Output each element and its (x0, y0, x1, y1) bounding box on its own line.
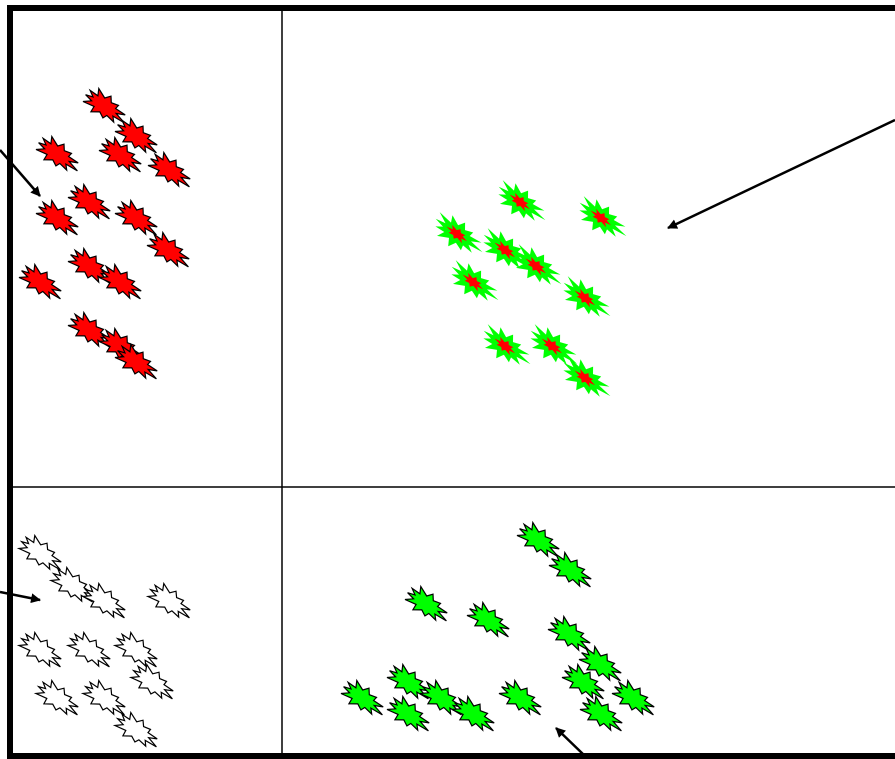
arrow-bottom-right (555, 727, 586, 757)
red-starburst-marker (147, 150, 191, 188)
red-starburst-marker (114, 198, 158, 236)
green-starburst-marker (386, 694, 430, 732)
red-starburst-marker (114, 116, 158, 154)
red-starburst-marker (114, 342, 158, 380)
red-core-marker (574, 288, 595, 308)
green-starburst-marker (516, 520, 560, 558)
white-starburst-marker (16, 533, 62, 571)
green-starburst-marker (451, 694, 495, 732)
red-starburst-marker (35, 198, 79, 236)
red-starburst-marker (18, 262, 62, 300)
green-starburst-marker (498, 678, 542, 716)
green-starburst-marker (548, 550, 592, 588)
red-core-marker (541, 336, 562, 356)
green-starburst-marker (611, 678, 655, 716)
arrow-top-right (667, 118, 895, 230)
red-core-marker (494, 336, 515, 356)
red-core-marker (509, 192, 530, 212)
red-starburst-marker (35, 134, 79, 172)
green-starburst-marker (578, 644, 622, 682)
green-starburst-marker (404, 584, 448, 622)
white-starburst-marker (128, 662, 174, 700)
red-starburst-marker (98, 135, 142, 173)
white-starburst-marker (16, 630, 62, 668)
arrow-bottom-left (0, 590, 41, 604)
grid-frame (7, 5, 895, 759)
green-starburst-marker (547, 614, 591, 652)
red-core-marker (525, 256, 546, 276)
white-starburst-marker (145, 581, 191, 619)
marker-clusters (16, 86, 655, 748)
arrow-top-left (0, 149, 41, 197)
white-starburst-marker (112, 630, 158, 668)
green-starburst-marker (340, 678, 384, 716)
green-starburst-marker (579, 694, 623, 732)
white-starburst-marker (80, 581, 126, 619)
red-core-marker (462, 272, 483, 292)
white-starburst-marker (112, 710, 158, 748)
red-starburst-marker (82, 86, 126, 124)
green-starburst-marker (561, 662, 605, 700)
white-starburst-marker (65, 630, 111, 668)
white-starburst-marker (80, 678, 126, 716)
red-core-marker (446, 224, 467, 244)
red-core-marker (574, 368, 595, 388)
red-starburst-marker (67, 182, 111, 220)
red-starburst-marker (98, 262, 142, 300)
green-starburst-marker (466, 600, 510, 638)
pointer-arrows (0, 118, 895, 757)
white-starburst-marker (33, 678, 79, 716)
red-core-marker (590, 208, 611, 228)
red-core-marker (494, 240, 515, 260)
red-starburst-marker (146, 230, 190, 268)
